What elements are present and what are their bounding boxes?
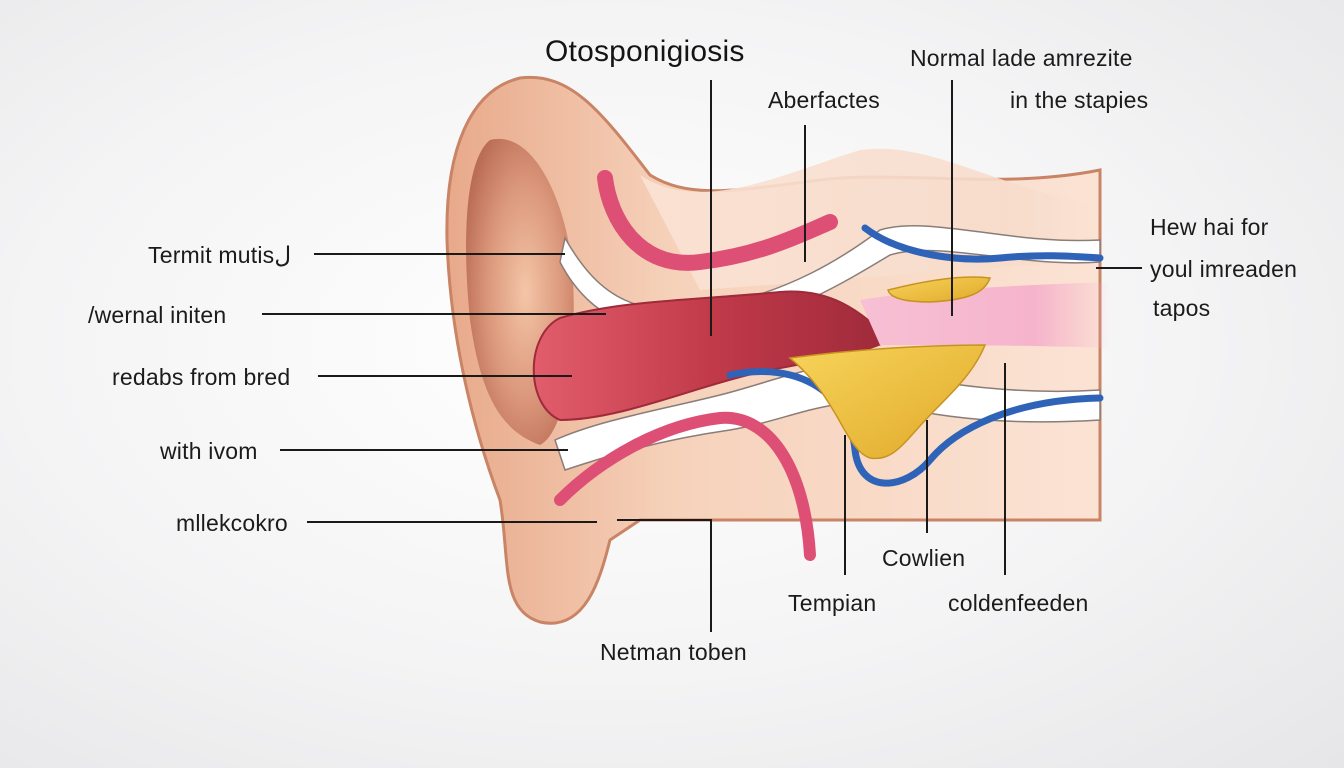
label-hew-line1: Hew hai for (1150, 214, 1269, 240)
pink-vessel-upper (597, 170, 838, 271)
pink-vessel-lower (554, 411, 816, 561)
label-hew-line3: tapos (1153, 295, 1211, 321)
label-normal-line2: in the stapies (1010, 87, 1149, 113)
label-redabs: redabs from bred (112, 364, 291, 390)
label-with-ivom: with ivom (160, 438, 258, 464)
blue-vessel-lower (726, 368, 1104, 487)
label-aberfactes: Aberfactes (768, 87, 880, 113)
blue-vessel-upper (861, 224, 1104, 263)
label-hew-line2: youl imreaden (1150, 256, 1298, 282)
label-coldenfeeden: coldenfeeden (948, 590, 1089, 616)
label-netman: Netman toben (600, 639, 747, 665)
diagram-title: Otosponigiosis (545, 35, 745, 68)
label-termit: Termit mutisل (148, 242, 292, 268)
ossicle-main (788, 344, 987, 460)
label-cowlien: Cowlien (882, 545, 966, 571)
label-mllekcokro: mllekcokro (176, 510, 288, 536)
canal-lower-wall (554, 364, 1101, 471)
label-normal-line1: Normal lade amrezite (910, 45, 1133, 71)
label-tempian: Tempian (788, 590, 877, 616)
stapes-upper (887, 276, 992, 303)
leader-netman (617, 519, 712, 632)
label-wernal: /wernal initen (88, 302, 227, 328)
